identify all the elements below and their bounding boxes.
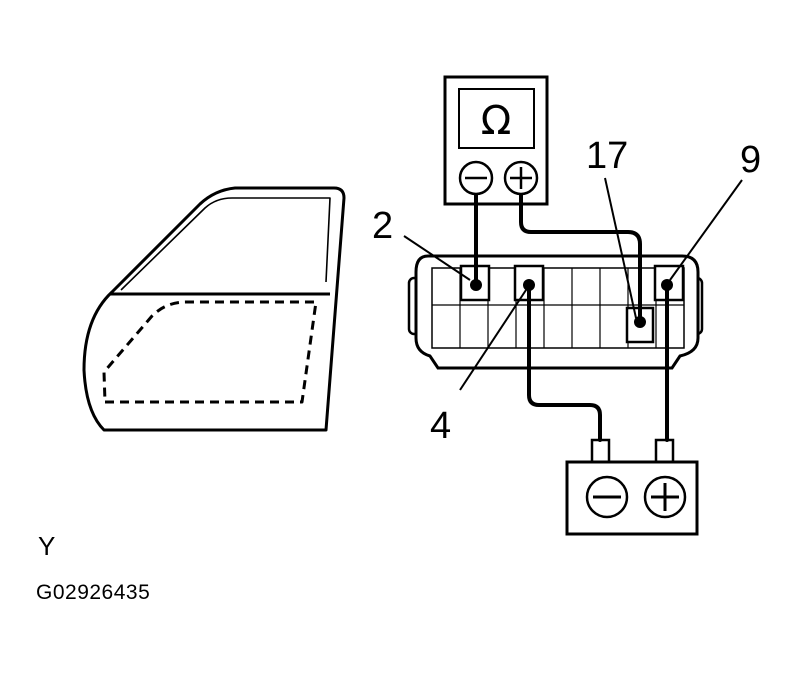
pin-9-label: 9 <box>740 139 761 181</box>
leader-pin-4 <box>459 289 527 391</box>
contact-pin-9 <box>661 279 673 291</box>
wire-pin-4-to-battery-neg <box>527 285 602 442</box>
pin-17-label: 17 <box>586 135 628 177</box>
wires <box>474 193 669 442</box>
pin-4-label: 4 <box>430 405 451 447</box>
contact-pin-2 <box>470 279 482 291</box>
leader-pin-2 <box>403 235 471 281</box>
contact-pin-17 <box>634 316 646 328</box>
door-trim-dashed <box>102 300 318 404</box>
leader-pin-9 <box>669 179 743 281</box>
contact-pin-4 <box>523 279 535 291</box>
battery-neg-post <box>590 438 611 464</box>
leader-lines <box>403 177 743 391</box>
ohm-symbol: Ω <box>481 98 512 144</box>
ohmmeter: Ω <box>443 75 549 206</box>
wire-ohm-pos-to-pin-17 <box>519 193 642 324</box>
car-door <box>82 186 346 432</box>
pin-2-label: 2 <box>372 205 393 247</box>
battery-pos-post <box>654 438 675 464</box>
battery <box>565 438 699 536</box>
leader-pin-17 <box>604 177 637 319</box>
figure-id: G02926435 <box>36 581 151 604</box>
probe-contacts <box>470 279 673 328</box>
view-letter: Y <box>38 531 56 561</box>
ohmmeter-display <box>458 88 535 149</box>
door-window-inner <box>120 197 331 291</box>
door-outline <box>82 186 346 432</box>
connector <box>407 254 704 370</box>
